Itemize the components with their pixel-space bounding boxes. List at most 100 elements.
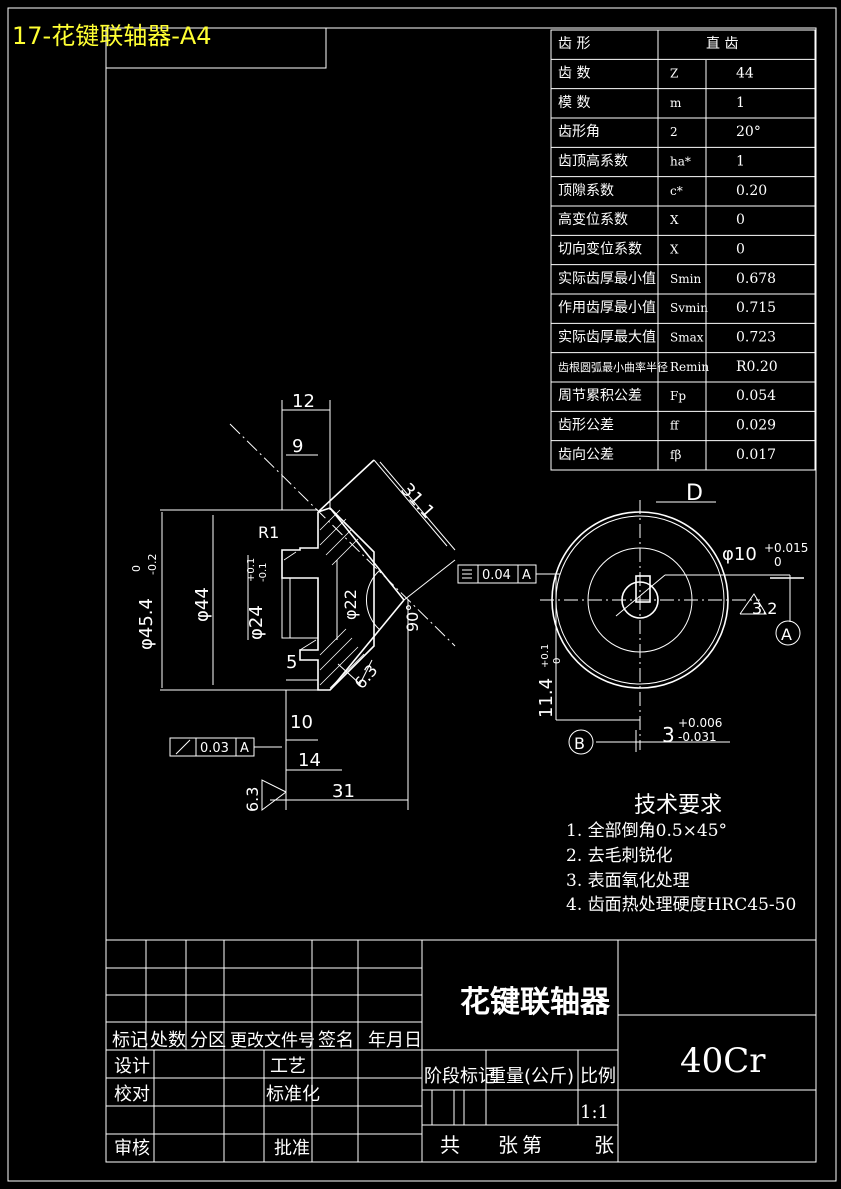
- datum-b: B: [574, 734, 585, 753]
- runout-datum: A: [240, 741, 249, 756]
- dim-14: 14: [298, 750, 321, 771]
- lbl-design: 设计: [114, 1056, 150, 1077]
- part-name: 花键联轴器: [460, 985, 611, 1020]
- dim-5: 5: [286, 652, 297, 673]
- tol-11-4-up: +0.1: [540, 644, 551, 668]
- drawing-title: 17-花键联轴器-A4: [12, 22, 212, 50]
- param-name: 齿形公差: [558, 418, 614, 434]
- param-name: 切向变位系数: [558, 242, 642, 258]
- lbl-weight: 重量(公斤): [488, 1066, 574, 1087]
- param-symbol: Remin: [670, 360, 709, 374]
- technical-notes: 技术要求 1. 全部倒角0.5×45° 2. 去毛刺锐化 3. 表面氧化处理 4…: [566, 793, 796, 915]
- datum-a-bubble: [775, 620, 801, 646]
- scale-value: 1:1: [580, 1102, 609, 1123]
- param-name: 齿形角: [558, 124, 600, 140]
- end-view: D φ10 +0.015 0 3.2 A 0.04 A 11.4 +0.1 0 …: [457, 481, 808, 755]
- lbl-approve: 批准: [274, 1138, 310, 1159]
- hdr-count: 处数: [150, 1030, 186, 1051]
- rough-left: 6.3: [243, 787, 262, 812]
- datum-b-bubble: [568, 729, 594, 755]
- param-name: 齿根圆弧最小曲率半径: [558, 360, 668, 374]
- sheet-unit-1: 张: [498, 1133, 518, 1157]
- dim-31: 31: [332, 781, 355, 802]
- param-symbol: ff: [670, 419, 680, 433]
- param-symbol: c*: [670, 184, 683, 198]
- rough-32: 3.2: [752, 599, 777, 618]
- lbl-review: 审核: [114, 1138, 150, 1159]
- symmetry-frame: 0.04 A: [457, 564, 556, 584]
- lbl-check: 校对: [114, 1084, 150, 1105]
- param-name: 顶隙系数: [558, 183, 614, 199]
- param-name: 高变位系数: [558, 211, 628, 228]
- param-value: 20°: [736, 124, 761, 140]
- param-value: 0.029: [736, 418, 776, 434]
- note-4: 4. 齿面热处理硬度HRC45-50: [566, 895, 796, 915]
- dim-9: 9: [292, 436, 303, 457]
- runout-frame: 0.03 A: [169, 737, 282, 757]
- param-value: 0: [736, 212, 745, 228]
- dim-r1: R1: [258, 523, 279, 542]
- param-name: 齿向公差: [558, 447, 614, 463]
- bore: [281, 577, 319, 639]
- hdr-doc: 更改文件号: [230, 1031, 315, 1051]
- param-symbol: X: [670, 213, 679, 227]
- tol-24-up: +0.1: [246, 558, 257, 582]
- param-value: 0.723: [736, 330, 776, 346]
- sym-value: 0.04: [482, 568, 511, 583]
- material: 40Cr: [680, 1041, 766, 1081]
- param-name: 实际齿厚最小值: [558, 271, 656, 287]
- lbl-scale: 比例: [580, 1066, 616, 1087]
- angle-90: 90°: [403, 604, 422, 632]
- section-view: 12 9 31.1 R1 φ45.4 0 -0.2 φ44 φ24 +0.1 -…: [130, 391, 456, 812]
- notes-heading: 技术要求: [634, 793, 722, 818]
- dim-22: φ22: [341, 589, 360, 620]
- param-value: 0.715: [736, 300, 776, 316]
- tol-3-up: +0.006: [678, 716, 722, 730]
- param-value: 0: [736, 242, 745, 258]
- tol-3-lo: -0.031: [678, 730, 717, 744]
- sheet-nth: 第: [522, 1133, 542, 1157]
- param-name: 模 数: [558, 95, 590, 111]
- hdr-zone: 分区: [190, 1030, 226, 1051]
- hdr-date: 年月日: [368, 1030, 422, 1051]
- title-block: 花键联轴器 40Cr 标记 处数 分区 更改文件号 签名 年月日 设计 工艺 校…: [105, 939, 817, 1163]
- tol-10-up: +0.015: [764, 541, 808, 555]
- lbl-process: 工艺: [270, 1056, 306, 1077]
- param-symbol: ha*: [670, 155, 691, 169]
- param-name: 齿 形: [558, 36, 590, 52]
- param-value: 0.054: [736, 388, 776, 404]
- dim-11-4: 11.4: [536, 678, 557, 718]
- sheet-total: 共: [440, 1133, 460, 1157]
- dim-3: 3: [662, 723, 675, 747]
- param-symbol: fβ: [670, 448, 681, 462]
- label-d: D: [686, 481, 703, 506]
- param-name: 周节累积公差: [558, 388, 642, 404]
- param-name: 齿顶高系数: [558, 153, 628, 170]
- note-3: 3. 表面氧化处理: [566, 871, 690, 891]
- param-value: 0.678: [736, 271, 776, 287]
- param-symbol: m: [670, 96, 682, 110]
- sym-datum: A: [522, 568, 531, 583]
- param-value: 44: [736, 66, 754, 82]
- tol-45-4-up: 0: [130, 565, 143, 572]
- outer-frame: [7, 7, 837, 1182]
- param-symbol: Smax: [670, 331, 704, 345]
- hdr-mark: 标记: [112, 1030, 148, 1051]
- param-value: R0.20: [736, 359, 778, 375]
- roughness-symbol: [337, 659, 373, 685]
- param-symbol: Fp: [670, 389, 686, 403]
- lbl-stage: 阶段标记: [424, 1066, 496, 1087]
- roughness-left: [261, 779, 287, 811]
- note-1: 1. 全部倒角0.5×45°: [566, 821, 727, 841]
- tol-10-lo: 0: [774, 555, 782, 569]
- axis-centerline: [229, 423, 456, 647]
- param-value: 1: [736, 154, 745, 170]
- lbl-standard: 标准化: [266, 1084, 320, 1105]
- sheet-unit-2: 张: [594, 1133, 614, 1157]
- keyway: [635, 575, 651, 603]
- param-symbol: Smin: [670, 272, 701, 286]
- dim-lines: [160, 400, 456, 810]
- param-value: 0.20: [736, 183, 767, 199]
- hdr-sign: 签名: [318, 1030, 354, 1051]
